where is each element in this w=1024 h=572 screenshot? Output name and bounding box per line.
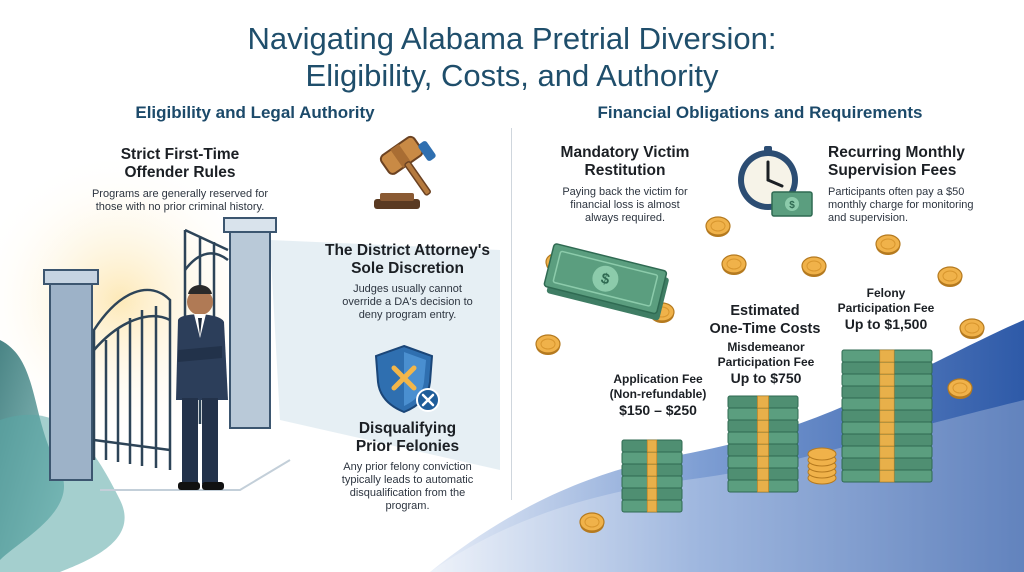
restitution-body-2: financial loss is almost — [570, 199, 680, 211]
cash-stack-bill — [841, 373, 933, 387]
attorney-illustration — [176, 285, 228, 490]
cash-stack-bill — [841, 361, 933, 375]
felony-fee-value: Up to $1,500 — [844, 316, 928, 332]
misdemeanor-fee-value: Up to $750 — [730, 370, 802, 386]
cash-stack-bill — [727, 479, 799, 493]
shield-x-icon — [374, 344, 440, 414]
misdemeanor-fee: Misdemeanor Participation Fee Up to $750 — [706, 340, 826, 387]
coin-icon — [535, 334, 561, 355]
first-time-body-2: those with no prior criminal history. — [95, 201, 265, 213]
restitution-body-3: always required. — [584, 212, 666, 224]
da-body-2: override a DA's decision to — [342, 296, 473, 308]
cash-stack-bill — [621, 463, 683, 477]
cash-stack-bill — [621, 451, 683, 465]
cash-stack-bill — [621, 487, 683, 501]
page-title: Navigating Alabama Pretrial Diversion: E… — [0, 20, 1024, 94]
gavel-icon — [374, 135, 436, 209]
title-line-1: Navigating Alabama Pretrial Diversion: — [247, 21, 777, 56]
restitution-title-2: Restitution — [584, 162, 666, 179]
cash-bundle-icon: $ — [543, 243, 669, 321]
cash-stack-bill — [841, 445, 933, 459]
first-time-title-1: Strict First-Time — [120, 146, 240, 163]
right-section-heading: Financial Obligations and Requirements — [597, 103, 923, 122]
monthly-body-3: and supervision. — [828, 212, 909, 224]
restitution-body-1: Paying back the victim for — [562, 186, 688, 198]
coin-icon — [721, 254, 747, 275]
cash-stack-bill — [727, 455, 799, 469]
da-title-2: Sole Discretion — [351, 260, 464, 277]
monthly-title-2: Supervision Fees — [828, 162, 957, 179]
monthly-body-2: monthly charge for monitoring — [828, 199, 974, 211]
monthly-block: Recurring Monthly Supervision Fees Parti… — [828, 144, 1018, 225]
coin-icon — [947, 378, 973, 399]
felony-fee: Felony Participation Fee Up to $1,500 — [826, 286, 946, 333]
coin-icon — [801, 256, 827, 277]
cash-stack-bill — [727, 407, 799, 421]
application-fee-value: $150 – $250 — [619, 402, 697, 418]
title-line-2: Eligibility, Costs, and Authority — [305, 58, 719, 93]
cash-stack-bill — [621, 475, 683, 489]
coin-icon — [807, 447, 837, 461]
cash-stack-bill — [841, 421, 933, 435]
restitution-title-1: Mandatory Victim — [560, 144, 690, 161]
cash-stack-bill — [841, 385, 933, 399]
felonies-body-4: program. — [385, 500, 430, 512]
application-fee: Application Fee (Non-refundable) $150 – … — [598, 372, 718, 419]
first-time-block: Strict First-Time Offender Rules Program… — [65, 146, 295, 214]
cash-stack-bill — [841, 409, 933, 423]
coin-icon — [579, 512, 605, 533]
coin-icon — [937, 266, 963, 287]
gate-illustration — [43, 217, 291, 491]
misdemeanor-fee-label-1: Misdemeanor — [727, 340, 805, 354]
misdemeanor-fee-label-2: Participation Fee — [717, 355, 815, 369]
felonies-body-2: typically leads to automatic — [341, 474, 474, 486]
first-time-title-2: Offender Rules — [124, 164, 236, 181]
cash-stack-bill — [621, 439, 683, 453]
cash-stack-bill — [841, 433, 933, 447]
felonies-title-1: Disqualifying — [358, 420, 457, 437]
felony-fee-label-2: Participation Fee — [837, 301, 935, 315]
monthly-body-1: Participants often pay a $50 — [828, 186, 965, 198]
da-title-1: The District Attorney's — [324, 242, 491, 259]
section-divider — [511, 128, 512, 500]
cash-stack-bill — [841, 349, 933, 363]
cash-stack-bill — [727, 431, 799, 445]
coin-icon — [705, 216, 731, 237]
felonies-body-1: Any prior felony conviction — [343, 461, 472, 473]
cash-stack-bill — [621, 499, 683, 513]
cash-stack-bill — [841, 469, 933, 483]
cash-stack-bill — [727, 443, 799, 457]
felonies-body-3: disqualification from the — [349, 487, 466, 499]
one-time-block: Estimated One-Time Costs — [690, 302, 840, 338]
cash-stack-bill — [841, 457, 933, 471]
one-time-title-1: Estimated — [730, 303, 800, 319]
cash-stack-bill — [727, 419, 799, 433]
restitution-block: Mandatory Victim Restitution Paying back… — [535, 144, 715, 225]
cash-stack-bill — [841, 397, 933, 411]
first-time-body-1: Programs are generally reserved for — [91, 188, 269, 200]
one-time-title-2: One-Time Costs — [709, 321, 821, 337]
application-fee-label-2: (Non-refundable) — [609, 387, 707, 401]
felony-fee-label-1: Felony — [866, 286, 906, 300]
application-fee-label-1: Application Fee — [613, 372, 703, 386]
monthly-title-1: Recurring Monthly — [828, 144, 965, 161]
coin-icon — [875, 234, 901, 255]
cash-stack-bill — [727, 395, 799, 409]
da-body-3: deny program entry. — [358, 309, 457, 321]
coin-icon — [959, 318, 985, 339]
left-section-heading: Eligibility and Legal Authority — [135, 103, 375, 122]
cash-stack-bill — [727, 467, 799, 481]
svg-text:$: $ — [789, 200, 795, 211]
felonies-title-2: Prior Felonies — [355, 438, 460, 455]
da-discretion-block: The District Attorney's Sole Discretion … — [300, 242, 515, 322]
clock-dollar-icon: $ — [738, 146, 813, 217]
da-body-1: Judges usually cannot — [353, 283, 462, 295]
felonies-block: Disqualifying Prior Felonies Any prior f… — [300, 420, 515, 513]
